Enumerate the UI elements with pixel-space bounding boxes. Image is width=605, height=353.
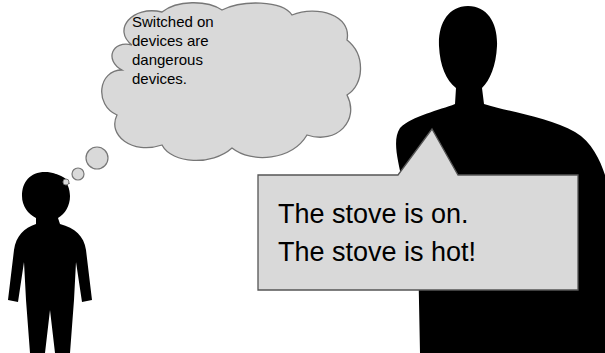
thought-bubble bbox=[86, 147, 108, 169]
thought-bubble bbox=[72, 168, 84, 180]
thought-cloud-path bbox=[102, 3, 361, 161]
node-text: The stove is on. bbox=[278, 195, 578, 233]
node-text: The stove is hot! bbox=[278, 233, 578, 271]
speech-bubble-outline bbox=[258, 175, 578, 290]
child-silhouette bbox=[8, 172, 92, 353]
speech-bubble-path bbox=[258, 129, 578, 290]
node-text: Switched on devices are dangerous device… bbox=[132, 12, 236, 88]
child-hair bbox=[24, 173, 70, 188]
thought-bubble bbox=[63, 179, 69, 185]
speech-bubble: The stove is on.The stove is hot! bbox=[258, 175, 578, 290]
thought-cloud: Switched on devices are dangerous device… bbox=[92, 0, 367, 168]
